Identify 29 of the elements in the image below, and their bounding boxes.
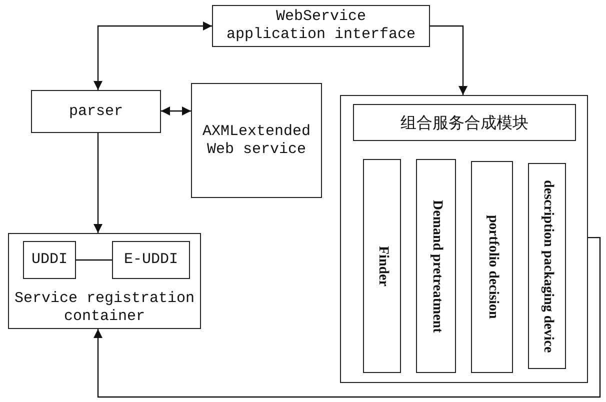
process-box xyxy=(112,241,190,279)
vertical-label: Demand pretreatment xyxy=(428,200,444,332)
process-box xyxy=(416,159,456,373)
process-box xyxy=(23,241,76,279)
vertical-label: portfolio decision xyxy=(484,215,500,319)
node-label: parser xyxy=(68,102,123,120)
node-label: AXMLextended Web service xyxy=(201,122,312,158)
node-label: 组合服务合成模块 xyxy=(400,112,528,132)
process-box xyxy=(191,83,322,198)
process-box xyxy=(363,159,401,373)
node-label: Service registration container xyxy=(13,290,196,326)
arrow xyxy=(161,106,191,116)
process-box xyxy=(528,163,566,369)
vertical-label: description packaging device xyxy=(539,180,556,352)
node-label: WebService application interface xyxy=(225,8,417,44)
process-box xyxy=(471,161,513,373)
process-box xyxy=(212,5,430,47)
arrow xyxy=(94,236,601,398)
module-panel xyxy=(340,95,588,383)
process-box xyxy=(353,104,576,141)
vertical-label: Finder xyxy=(374,246,390,286)
connector-line xyxy=(76,259,112,261)
node-label: E-UDDI xyxy=(124,251,178,269)
arrow xyxy=(94,22,212,90)
arrow xyxy=(94,133,102,233)
process-box xyxy=(31,90,161,133)
arrow xyxy=(430,25,468,95)
container-box xyxy=(8,233,201,329)
node-label: UDDI xyxy=(31,251,68,269)
